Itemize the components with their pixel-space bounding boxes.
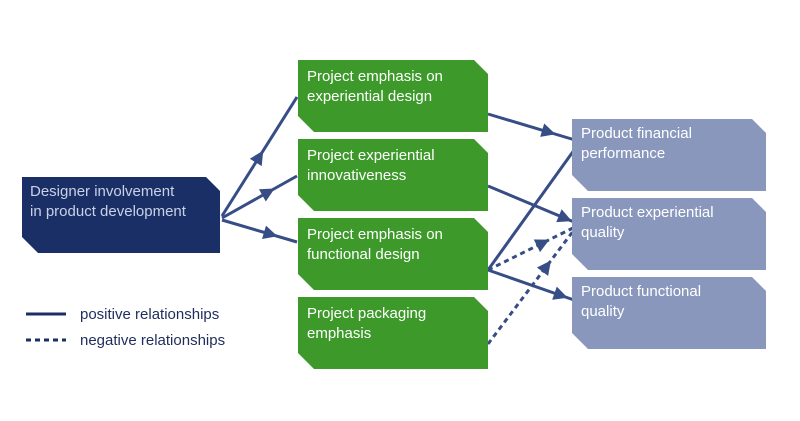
edge-emphasis-functional-to-experiential-quality [487, 224, 578, 272]
edge-arrowhead [552, 286, 568, 300]
edge-arrowhead [262, 225, 278, 240]
edge-designer-involvement-to-experiential-innovativeness [221, 174, 298, 220]
node-financial-performance: Product financial performance [572, 119, 766, 191]
node-functional-quality: Product functional quality [572, 277, 766, 349]
node-emphasis-experiential: Project emphasis on experiential design [298, 60, 488, 132]
node-label-line1: Project emphasis on [307, 68, 443, 85]
node-label-line2: functional design [307, 246, 420, 263]
node-shape [298, 297, 488, 369]
edges-layer [220, 96, 579, 345]
legend-negative-label: negative relationships [80, 332, 225, 349]
node-label-line1: Project experiential [307, 147, 435, 164]
legend-positive-label: positive relationships [80, 306, 219, 323]
node-label-line2: quality [581, 303, 625, 320]
node-designer-involvement: Designer involvement in product developm… [22, 177, 220, 253]
node-shape [298, 139, 488, 211]
node-label-line2: emphasis [307, 325, 371, 342]
node-experiential-innovativeness: Project experiential innovativeness [298, 139, 488, 211]
node-label-line2: quality [581, 224, 625, 241]
edge-packaging-emphasis-to-experiential-quality [486, 225, 579, 345]
node-label-line1: Project packaging [307, 305, 426, 322]
node-label-line2: experiential design [307, 88, 432, 105]
node-label-line1: Product financial [581, 125, 692, 142]
edge-arrowhead [540, 123, 556, 137]
node-label-line1: Product experiential [581, 204, 714, 221]
node-shape [298, 218, 488, 290]
node-emphasis-functional: Project emphasis on functional design [298, 218, 488, 290]
node-shape [22, 177, 220, 253]
edge-arrowhead [249, 150, 264, 167]
legend: positive relationships negative relation… [26, 306, 225, 349]
node-label-line1: Product functional [581, 283, 701, 300]
node-label-line2: performance [581, 145, 665, 162]
node-shape [572, 198, 766, 270]
edge-arrowhead [536, 260, 551, 276]
node-label-line2: in product development [30, 203, 187, 220]
node-label-line2: innovativeness [307, 167, 406, 184]
node-packaging-emphasis: Project packaging emphasis [298, 297, 488, 369]
edge-arrowhead [258, 188, 275, 202]
node-experiential-quality: Product experiential quality [572, 198, 766, 270]
edge-emphasis-experiential-to-financial-performance [487, 112, 576, 142]
node-label-line1: Designer involvement [30, 183, 175, 200]
node-label-line1: Project emphasis on [307, 226, 443, 243]
node-shape [572, 277, 766, 349]
node-shape [298, 60, 488, 132]
edge-arrowhead [533, 239, 550, 253]
edge-emphasis-functional-to-financial-performance [486, 145, 579, 271]
edge-designer-involvement-to-emphasis-functional [221, 218, 298, 244]
edge-arrowhead [556, 209, 572, 223]
node-shape [572, 119, 766, 191]
